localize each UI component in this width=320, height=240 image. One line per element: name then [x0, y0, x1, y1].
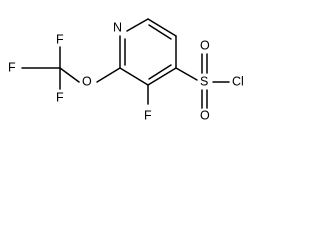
- bond-c2-o: [96, 67, 121, 83]
- atom-ring-fluorine: F: [144, 108, 152, 122]
- atom-ether-oxygen: O: [82, 74, 92, 88]
- bond-c4-s: [175, 67, 198, 81]
- atom-sulfonyl-oxygen-bottom: O: [200, 108, 210, 122]
- pyridine-ring: [119, 18, 177, 86]
- trifluoromethoxy-group: [21, 46, 121, 90]
- atom-chlorine: Cl: [232, 74, 244, 88]
- atom-cf3-fluorine-bottom: F: [56, 90, 64, 104]
- atom-cf3-fluorine-left: F: [8, 60, 16, 74]
- atom-cf3-fluorine-top: F: [56, 32, 64, 46]
- chemical-structure: N O F F F F S O O Cl: [8, 18, 244, 122]
- bond-o-cf3: [59, 67, 80, 83]
- bond-c6-n1: [126, 18, 149, 32]
- bond-c2-c3: [119, 67, 149, 86]
- atom-ring-nitrogen: N: [113, 20, 122, 34]
- sulfonyl-chloride-group: [175, 53, 230, 109]
- double-bond-c5-c6: [148, 24, 172, 40]
- atom-sulfur: S: [200, 74, 208, 88]
- double-bond-c3-c4: [148, 64, 172, 80]
- bond-c3-c4: [147, 67, 177, 86]
- bond-c5-c6: [147, 18, 177, 37]
- atom-sulfonyl-oxygen-top: O: [200, 38, 210, 52]
